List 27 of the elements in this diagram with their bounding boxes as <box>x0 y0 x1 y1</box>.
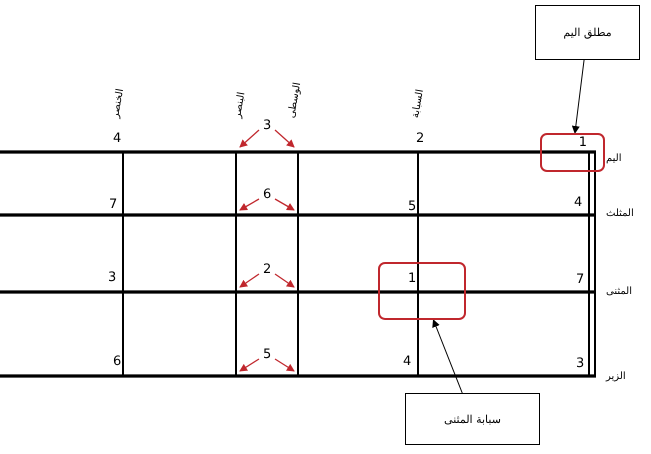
fret-number: 4 <box>403 355 412 368</box>
finger-name: البنصر <box>233 91 248 119</box>
string-name: المثنى <box>606 287 632 297</box>
fret-number: 2 <box>263 263 272 276</box>
finger-name: السبابة <box>411 88 426 119</box>
fret-number: 6 <box>263 188 272 201</box>
fret-number: 3 <box>263 119 272 132</box>
string-name: المثلث <box>606 209 634 219</box>
fret-number: 7 <box>109 198 118 211</box>
fret-number: 3 <box>576 357 584 370</box>
fret-number: 2 <box>416 132 424 145</box>
fret-number: 6 <box>113 355 122 368</box>
callout-box: سبابة المثنى <box>405 393 540 445</box>
fret-number: 7 <box>576 273 584 286</box>
highlight-box: 1 <box>540 133 605 172</box>
string-name: الزير <box>606 372 626 382</box>
leader-line <box>432 319 463 394</box>
fret-number: 5 <box>263 348 272 361</box>
fret-number: 4 <box>574 196 582 209</box>
finger-name: الوسطى <box>287 82 304 119</box>
fret-number: 5 <box>408 200 416 213</box>
fret-number: 4 <box>113 132 122 145</box>
finger-name: الخنصر <box>111 88 126 119</box>
fret-number: 3 <box>108 271 116 284</box>
highlight-box: 1 <box>378 262 466 320</box>
callout-box: مطلق اليم <box>535 5 640 60</box>
leader-line <box>572 60 585 134</box>
